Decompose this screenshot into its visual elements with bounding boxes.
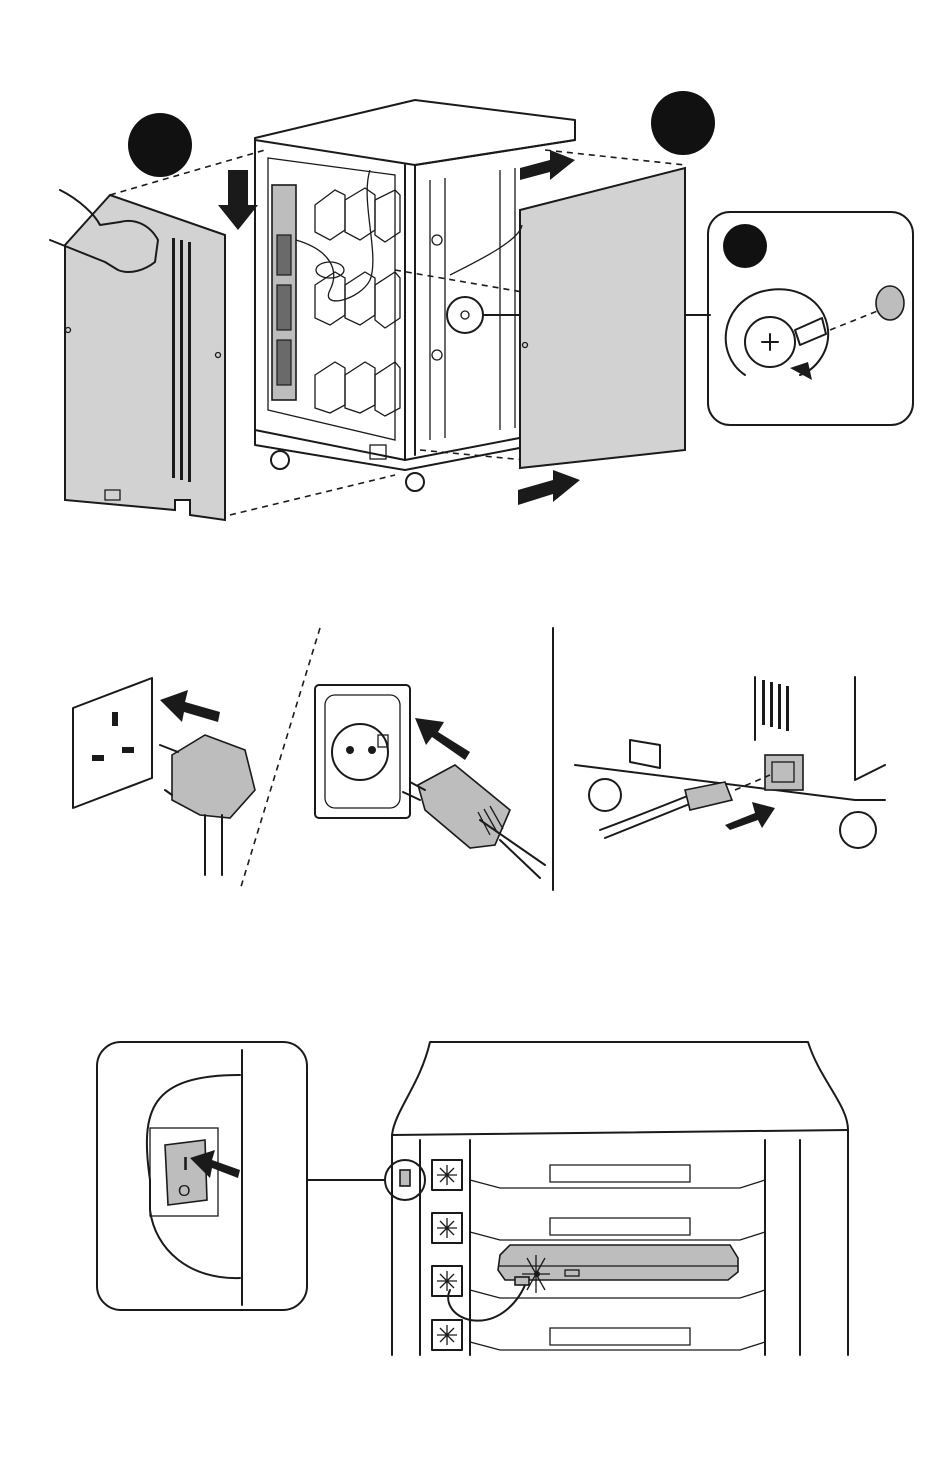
switch-detail-inset: I O	[97, 1042, 307, 1310]
switch-off-symbol: O	[178, 1183, 190, 1200]
rotate-arrow-icon	[726, 289, 828, 375]
pull-arrow-bottom	[518, 470, 580, 505]
switch-on-symbol: I	[183, 1154, 188, 1174]
iec-connector-icon	[765, 755, 803, 790]
insert-arrow-eu	[415, 718, 470, 760]
screw-detail-inset	[708, 212, 913, 425]
port-icons	[432, 1160, 462, 1350]
panel-removal-diagram	[0, 0, 950, 560]
eu-plug-icon	[403, 765, 545, 878]
insert-arrow-uk	[160, 690, 220, 722]
down-arrow-icon	[218, 170, 258, 230]
uk-plug-icon	[160, 735, 255, 875]
rocker-switch-icon: I O	[165, 1140, 207, 1205]
right-side-panel	[450, 168, 685, 468]
step-marker-2	[651, 91, 715, 155]
step-marker-1	[128, 113, 192, 177]
cabinet-front	[385, 1042, 848, 1355]
power-cable	[600, 775, 770, 838]
left-side-panel	[65, 195, 225, 520]
step-marker-3	[723, 224, 767, 268]
laptop-icon	[498, 1245, 738, 1280]
power-connection-diagram	[0, 620, 950, 920]
eu-socket	[315, 685, 410, 818]
screw-icon	[745, 317, 826, 367]
power-switch-diagram: I O	[0, 1035, 950, 1365]
pull-arrow-top	[520, 150, 575, 180]
insert-arrow-iec	[725, 802, 775, 830]
uk-socket	[73, 678, 152, 808]
